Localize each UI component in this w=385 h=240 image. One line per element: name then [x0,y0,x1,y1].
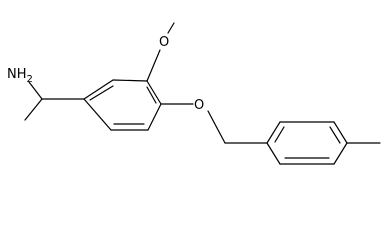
ring-bond [112,79,148,82]
amine-bond [28,81,43,100]
methyl-bond [24,98,43,121]
benzyl-ether-group [160,103,268,144]
ring-double-bond [329,126,341,144]
ring-bond [333,142,348,165]
chemical-structure-diagram: NH2 O O [7,22,381,165]
ring-bond [147,103,162,131]
ring-bond [266,142,281,165]
aryl-o-bond [146,49,161,82]
ring-double-bond [274,126,285,143]
left-benzene-ring [83,79,162,131]
ring-bond [333,121,348,144]
ring-bond [83,79,114,100]
ether-oxygen-label: O [194,98,204,113]
ring-double-bond [89,85,114,101]
right-benzene-ring [266,121,381,165]
o-methyl-bond [167,22,175,34]
amine-label: NH2 [7,67,33,85]
ethylamine-group [24,81,85,121]
ring-bond [83,98,112,131]
methoxy-oxygen-label: O [159,35,169,50]
ring-double-bond [146,86,157,104]
ring-bond [146,80,162,105]
ring-bond [266,121,281,144]
o-ch2-bond [207,110,226,144]
methoxy-group [146,22,175,82]
